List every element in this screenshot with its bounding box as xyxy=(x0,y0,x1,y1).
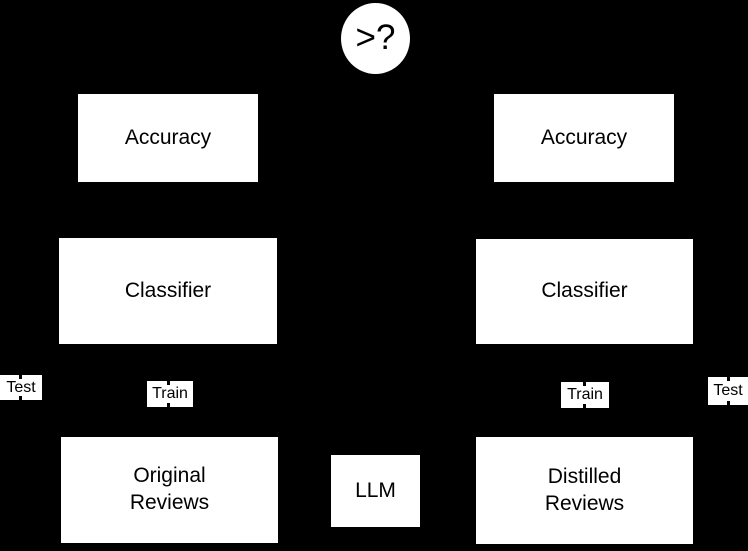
accuracy-box-right: Accuracy xyxy=(494,94,674,182)
classifier-box-right: Classifier xyxy=(476,239,693,344)
edge-label-test-left: Test xyxy=(0,375,42,400)
edge-label-train-right-text: Train xyxy=(567,386,603,403)
accuracy-box-left: Accuracy xyxy=(78,94,258,182)
edge-label-train-right: Train xyxy=(561,382,609,408)
arrow-accuracy-comparison-right xyxy=(401,53,585,94)
edge-label-train-left-text: Train xyxy=(152,385,188,402)
accuracy-box-left-label: Accuracy xyxy=(124,125,212,149)
classifier-box-left-label: Classifier xyxy=(124,278,212,302)
comparison-node-label: >? xyxy=(355,18,396,57)
edge-label-test-right: Test xyxy=(708,377,748,405)
distilled-reviews-line1: Distilled xyxy=(547,464,622,488)
classifier-box-left: Classifier xyxy=(59,238,277,344)
arrow-accuracy-comparison-left xyxy=(167,53,350,94)
edge-label-test-right-text: Test xyxy=(713,382,743,399)
original-reviews-box: Original Reviews xyxy=(61,437,278,543)
accuracy-box-right-label: Accuracy xyxy=(540,125,628,149)
comparison-node: >? xyxy=(341,3,410,74)
edge-label-test-left-text: Test xyxy=(6,378,36,396)
original-reviews-line2: Reviews xyxy=(129,491,210,514)
original-reviews-line1: Original xyxy=(133,464,206,488)
distilled-reviews-line2: Reviews xyxy=(544,491,625,515)
distilled-reviews-box: Distilled Reviews xyxy=(476,437,693,544)
edge-label-train-left: Train xyxy=(147,381,193,407)
llm-box: LLM xyxy=(331,455,420,527)
classifier-box-right-label: Classifier xyxy=(541,279,628,303)
llm-box-label: LLM xyxy=(355,478,396,502)
